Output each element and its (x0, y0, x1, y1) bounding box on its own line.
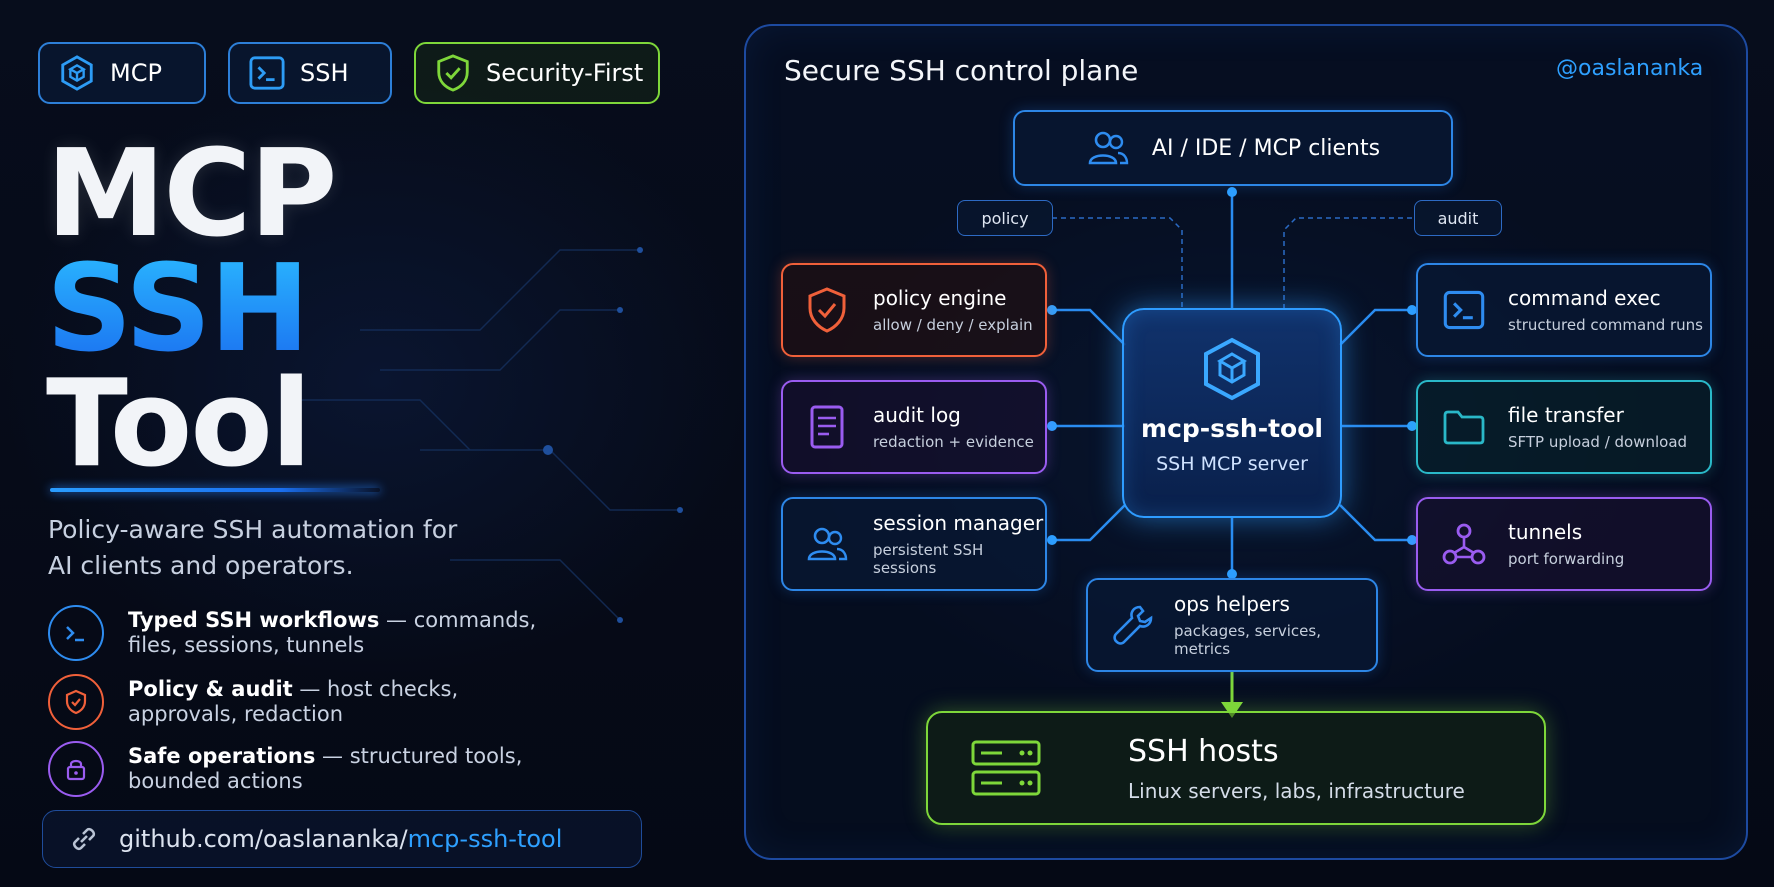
feature-bold: Safe operations (128, 744, 316, 768)
node-subtitle: persistent SSH sessions (873, 541, 984, 577)
subtitle-line-1: Policy-aware SSH automation for (48, 515, 458, 544)
hero-underline (50, 488, 380, 492)
badge-mcp: MCP (38, 42, 206, 104)
hero-line-mcp: MCP (46, 125, 337, 264)
hero-line-ssh: SSH (46, 240, 310, 379)
node-ssh-hosts: SSH hosts Linux servers, labs, infrastru… (926, 711, 1546, 825)
users-icon (1088, 131, 1129, 165)
cube-hex-icon (1204, 337, 1260, 401)
feature-rest: — structured tools, (315, 744, 523, 768)
node-audit-log: audit log redaction + evidence (781, 380, 1047, 474)
server-icon (971, 740, 1041, 796)
node-subtitle: packages, services, metrics (1174, 622, 1321, 658)
badge-label: MCP (110, 59, 162, 87)
hero-line-tool: Tool (46, 355, 312, 494)
repo-prefix: github.com/oaslananka/ (119, 825, 408, 853)
node-center: mcp-ssh-tool SSH MCP server (1122, 308, 1342, 518)
node-title: command exec (1508, 286, 1661, 310)
shield-check-icon (65, 689, 87, 715)
shield-check-icon (808, 287, 846, 333)
node-title: ops helpers (1174, 592, 1290, 616)
feature-icon-wrap (48, 741, 104, 797)
network-icon (1442, 523, 1486, 565)
repo-name: mcp-ssh-tool (407, 825, 563, 853)
node-title: tunnels (1508, 520, 1583, 544)
feature-bold: Policy & audit (128, 677, 293, 701)
node-command-exec: command exec structured command runs (1416, 263, 1712, 357)
feature-line-2: bounded actions (128, 769, 303, 793)
panel-handle: @oaslananka (1556, 56, 1704, 81)
node-policy-engine: policy engine allow / deny / explain (781, 263, 1047, 357)
feature-rest: — host checks, (292, 677, 459, 701)
feature-safe-operations: Safe operations — structured tools, boun… (48, 741, 568, 797)
cube-hex-icon (61, 55, 93, 91)
feature-policy-audit: Policy & audit — host checks, approvals,… (48, 674, 568, 730)
badge-label: Security-First (486, 59, 644, 87)
node-file-transfer: file transfer SFTP upload / download (1416, 380, 1712, 474)
feature-text: Safe operations — structured tools, boun… (128, 744, 522, 794)
node-session-manager: session manager persistent SSH sessions (781, 497, 1047, 591)
hosts-subtitle: Linux servers, labs, infrastructure (1128, 778, 1465, 803)
repo-link[interactable]: github.com/oaslananka/mcp-ssh-tool (42, 810, 642, 868)
node-subtitle: allow / deny / explain (873, 316, 1033, 334)
node-subtitle: redaction + evidence (873, 433, 1034, 451)
center-title: mcp-ssh-tool (1141, 414, 1323, 443)
node-ops-helpers: ops helpers packages, services, metrics (1086, 578, 1378, 672)
folder-icon (1443, 410, 1485, 445)
badge-security-first: Security-First (414, 42, 660, 104)
feature-typed-workflows: Typed SSH workflows — commands, files, s… (48, 605, 568, 661)
link-icon (72, 827, 96, 851)
node-title: policy engine (873, 286, 1007, 310)
subtitle-line-2: AI clients and operators. (48, 551, 354, 580)
node-tunnels: tunnels port forwarding (1416, 497, 1712, 591)
shield-check-icon (437, 54, 469, 92)
node-title: file transfer (1508, 403, 1624, 427)
terminal-icon (66, 626, 84, 642)
feature-line-2: approvals, redaction (128, 702, 344, 726)
tag-policy: policy (957, 200, 1053, 236)
feature-text: Policy & audit — host checks, approvals,… (128, 677, 458, 727)
node-title: audit log (873, 403, 961, 427)
node-clients: AI / IDE / MCP clients (1013, 110, 1453, 186)
wrench-icon (1113, 605, 1153, 645)
center-subtitle: SSH MCP server (1156, 453, 1308, 475)
terminal-icon (249, 56, 285, 90)
feature-text: Typed SSH workflows — commands, files, s… (128, 608, 536, 658)
badge-ssh: SSH (228, 42, 392, 104)
feature-icon-wrap (48, 605, 104, 661)
feature-line-2: files, sessions, tunnels (128, 633, 365, 657)
users-icon (807, 527, 848, 561)
hosts-title: SSH hosts (1128, 733, 1279, 769)
badge-label: SSH (300, 59, 349, 87)
node-title: AI / IDE / MCP clients (1151, 135, 1381, 161)
panel-title: Secure SSH control plane (784, 54, 1139, 87)
node-subtitle: port forwarding (1508, 550, 1625, 568)
lock-icon (66, 759, 86, 781)
subtitle: Policy-aware SSH automation for AI clien… (48, 512, 548, 584)
terminal-icon (1443, 290, 1485, 330)
node-subtitle: SFTP upload / download (1508, 433, 1688, 451)
node-subtitle: structured command runs (1508, 316, 1703, 334)
feature-icon-wrap (48, 674, 104, 730)
tag-audit: audit (1414, 200, 1502, 236)
feature-bold: Typed SSH workflows (128, 608, 380, 632)
node-title: session manager (873, 511, 1044, 535)
feature-rest: — commands, (379, 608, 537, 632)
document-icon (810, 405, 844, 449)
